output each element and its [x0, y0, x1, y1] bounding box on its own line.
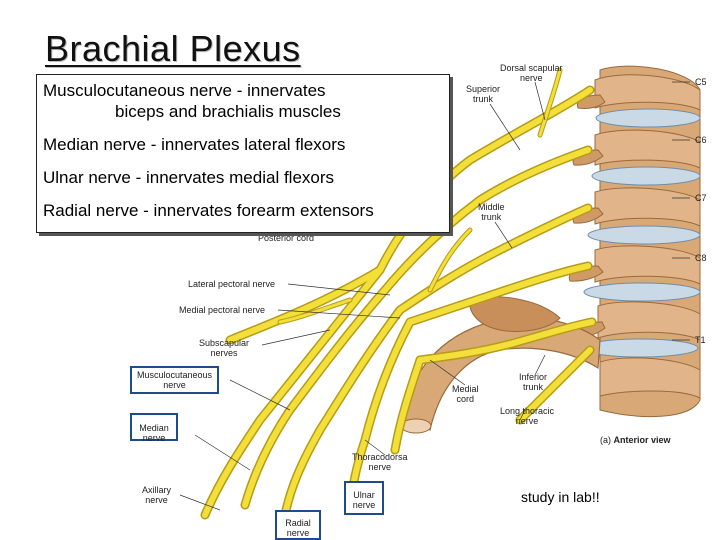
radial-line: Radial nerve - innervates forearm extens… [43, 200, 443, 221]
figure-view-caption: (a) Anterior view [600, 435, 671, 445]
leader-lines [179, 81, 690, 519]
label-median-nerve: Median nerve [130, 413, 178, 443]
view-prefix: (a) [600, 435, 611, 445]
label-c6: C6 [695, 135, 707, 145]
label-lateral-pectoral-nerve: Lateral pectoral nerve [188, 279, 276, 289]
radial-desc: - innervates forearm extensors [138, 201, 374, 220]
nerve-network [200, 67, 597, 520]
musculocutaneous-name: Musculocutaneous nerve [43, 81, 233, 100]
label-musculocutaneous-nerve: Musculocutaneous nerve [130, 366, 220, 394]
median-desc: - innervates lateral flexors [146, 135, 346, 154]
musculocutaneous-desc: - innervates [232, 81, 326, 100]
label-inferior-trunk: Inferior trunk [519, 372, 548, 392]
label-long-thoracic-nerve: Long thoracic nerve [500, 406, 555, 426]
nerve-summary-box: Musculocutaneous nerve - innervates bice… [36, 74, 450, 233]
label-c7: C7 [695, 193, 707, 203]
vertebral-column [568, 65, 701, 417]
label-radial-nerve: Radial nerve [275, 510, 321, 540]
label-posterior-cord: Posterior cord [258, 233, 315, 243]
median-name: Median nerve [43, 135, 147, 154]
label-middle-trunk: Middle trunk [478, 202, 505, 222]
ulnar-name: Ulnar nerve [43, 168, 131, 187]
label-axillary-nerve: Axillary nerve [142, 485, 172, 505]
musculocutaneous-line-2: biceps and brachialis muscles [115, 102, 341, 121]
label-ulnar-nerve: Ulnar nerve [344, 481, 384, 515]
label-thoracodorsal-nerve: Thoracodorsa nerve [352, 452, 408, 472]
study-note: study in lab!! [521, 489, 600, 505]
slide-title: Brachial Plexus [45, 28, 301, 69]
radial-name: Radial nerve [43, 201, 139, 220]
median-line: Median nerve - innervates lateral flexor… [43, 134, 443, 155]
label-c5: C5 [695, 77, 707, 87]
label-t1: T1 [695, 335, 706, 345]
label-medial-pectoral-nerve: Medial pectoral nerve [179, 305, 266, 315]
label-c8: C8 [695, 253, 707, 263]
ulnar-line: Ulnar nerve - innervates medial flexors [43, 167, 443, 188]
label-superior-trunk: Superior trunk [466, 84, 501, 104]
ulnar-desc: - innervates medial flexors [130, 168, 335, 187]
label-medial-cord: Medial cord [452, 384, 479, 404]
musculocutaneous-line: Musculocutaneous nerve - innervates [43, 80, 443, 101]
label-dorsal-scapular-nerve: Dorsal scapular nerve [500, 63, 563, 83]
label-subscapular-nerves: Subscapular nerves [199, 338, 250, 358]
view-label: Anterior view [613, 435, 671, 445]
